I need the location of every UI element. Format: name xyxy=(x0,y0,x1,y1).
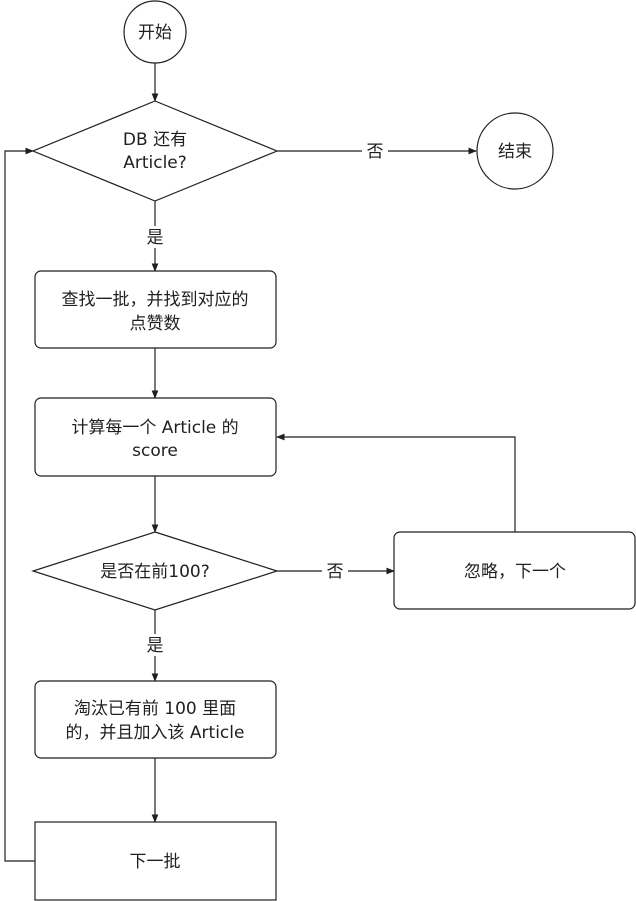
edge-label-top100-no: 否 xyxy=(327,562,344,582)
evict-add-box xyxy=(34,680,277,759)
node-compute-score: 计算每一个 Article 的 score xyxy=(34,397,277,477)
node-next-batch: 下一批 xyxy=(34,821,277,901)
query-batch-label-line1: 查找一批，并找到对应的 xyxy=(62,290,249,310)
start-label: 开始 xyxy=(138,23,172,43)
evict-add-label-line2: 的，并且加入该 Article xyxy=(66,723,245,743)
compute-score-label-line1: 计算每一个 Article 的 xyxy=(71,418,238,438)
node-check-db: DB 还有 Article? xyxy=(31,100,279,202)
edge-labels: 否 是 否 是 xyxy=(142,140,388,656)
node-start: 开始 xyxy=(123,0,187,64)
edge-label-db-no: 否 xyxy=(367,142,384,162)
query-batch-label-line2: 点赞数 xyxy=(130,314,181,334)
check-db-label-line1: DB 还有 xyxy=(123,130,187,150)
compute-score-box xyxy=(34,397,277,477)
edge-label-top100-yes: 是 xyxy=(147,636,164,656)
edge-next-batch-loop-back xyxy=(4,147,35,862)
edge-label-db-yes: 是 xyxy=(147,228,164,248)
check-top100-label: 是否在前100? xyxy=(100,562,209,582)
check-db-diamond xyxy=(31,100,279,202)
node-end: 结束 xyxy=(476,112,554,190)
compute-score-label-line2: score xyxy=(132,441,178,461)
node-ignore-next: 忽略，下一个 xyxy=(393,531,636,610)
end-circle xyxy=(476,112,554,190)
query-batch-box xyxy=(34,270,277,349)
evict-add-label-line1: 淘汰已有前 100 里面 xyxy=(74,699,236,719)
check-top100-diamond xyxy=(31,531,279,611)
node-check-top100: 是否在前100? xyxy=(31,531,279,611)
node-query-batch: 查找一批，并找到对应的 点赞数 xyxy=(34,270,277,349)
next-batch-label: 下一批 xyxy=(130,852,181,872)
node-evict-add: 淘汰已有前 100 里面 的，并且加入该 Article xyxy=(34,680,277,759)
ignore-next-box xyxy=(393,531,636,610)
edge-ignore-loop-back xyxy=(276,433,516,532)
ignore-next-label: 忽略，下一个 xyxy=(464,562,566,582)
end-label: 结束 xyxy=(498,142,532,162)
check-db-label-line2: Article? xyxy=(123,153,187,173)
start-circle xyxy=(123,0,187,64)
next-batch-box xyxy=(34,821,277,901)
